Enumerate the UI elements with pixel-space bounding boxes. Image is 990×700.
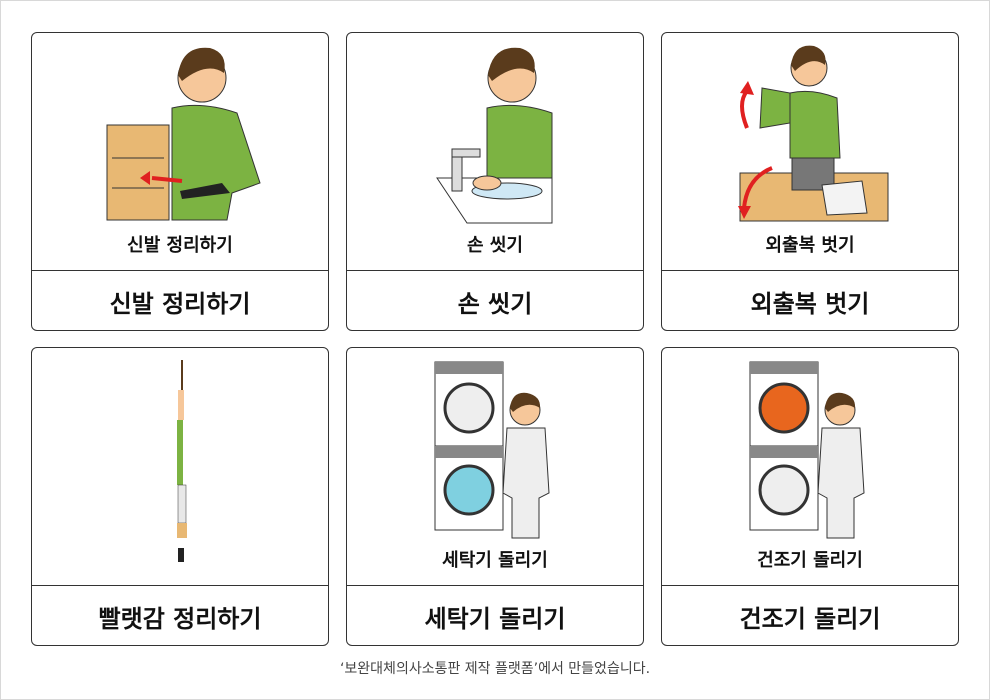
image-caption: 건조기 돌리기 xyxy=(757,550,863,571)
card-label: 빨랫감 정리하기 xyxy=(32,585,328,645)
card-label: 신발 정리하기 xyxy=(32,270,328,330)
card-shoe-organize[interactable]: 신발 정리하기 신발 정리하기 xyxy=(31,32,329,331)
image-caption: 외출복 벗기 xyxy=(765,235,855,256)
image-caption: 신발 정리하기 xyxy=(127,235,233,256)
hand-wash-illustration: 손 씻기 xyxy=(347,33,643,270)
footer-credit: ‘보완대체의사소통판 제작 플랫폼’에서 만들었습니다. xyxy=(339,661,651,677)
card-hand-wash[interactable]: 손 씻기 손 씻기 xyxy=(346,32,644,331)
card-label: 손 씻기 xyxy=(347,270,643,330)
card-label: 외출복 벗기 xyxy=(662,270,958,330)
card-dryer[interactable]: 건조기 돌리기 건조기 돌리기 xyxy=(661,347,959,646)
shoe-organize-illustration: 신발 정리하기 xyxy=(32,33,328,270)
laundry-organize-illustration-broken xyxy=(32,348,328,585)
image-caption: 손 씻기 xyxy=(467,235,523,256)
undress-illustration: 외출복 벗기 xyxy=(662,33,958,270)
card-washer[interactable]: 세탁기 돌리기 세탁기 돌리기 xyxy=(346,347,644,646)
card-label: 세탁기 돌리기 xyxy=(347,585,643,645)
card-laundry-organize[interactable]: 빨랫감 정리하기 xyxy=(31,347,329,646)
image-caption: 세탁기 돌리기 xyxy=(442,550,548,571)
dryer-illustration: 건조기 돌리기 xyxy=(662,348,958,585)
washer-illustration: 세탁기 돌리기 xyxy=(347,348,643,585)
card-undress[interactable]: 외출복 벗기 외출복 벗기 xyxy=(661,32,959,331)
card-label: 건조기 돌리기 xyxy=(662,585,958,645)
